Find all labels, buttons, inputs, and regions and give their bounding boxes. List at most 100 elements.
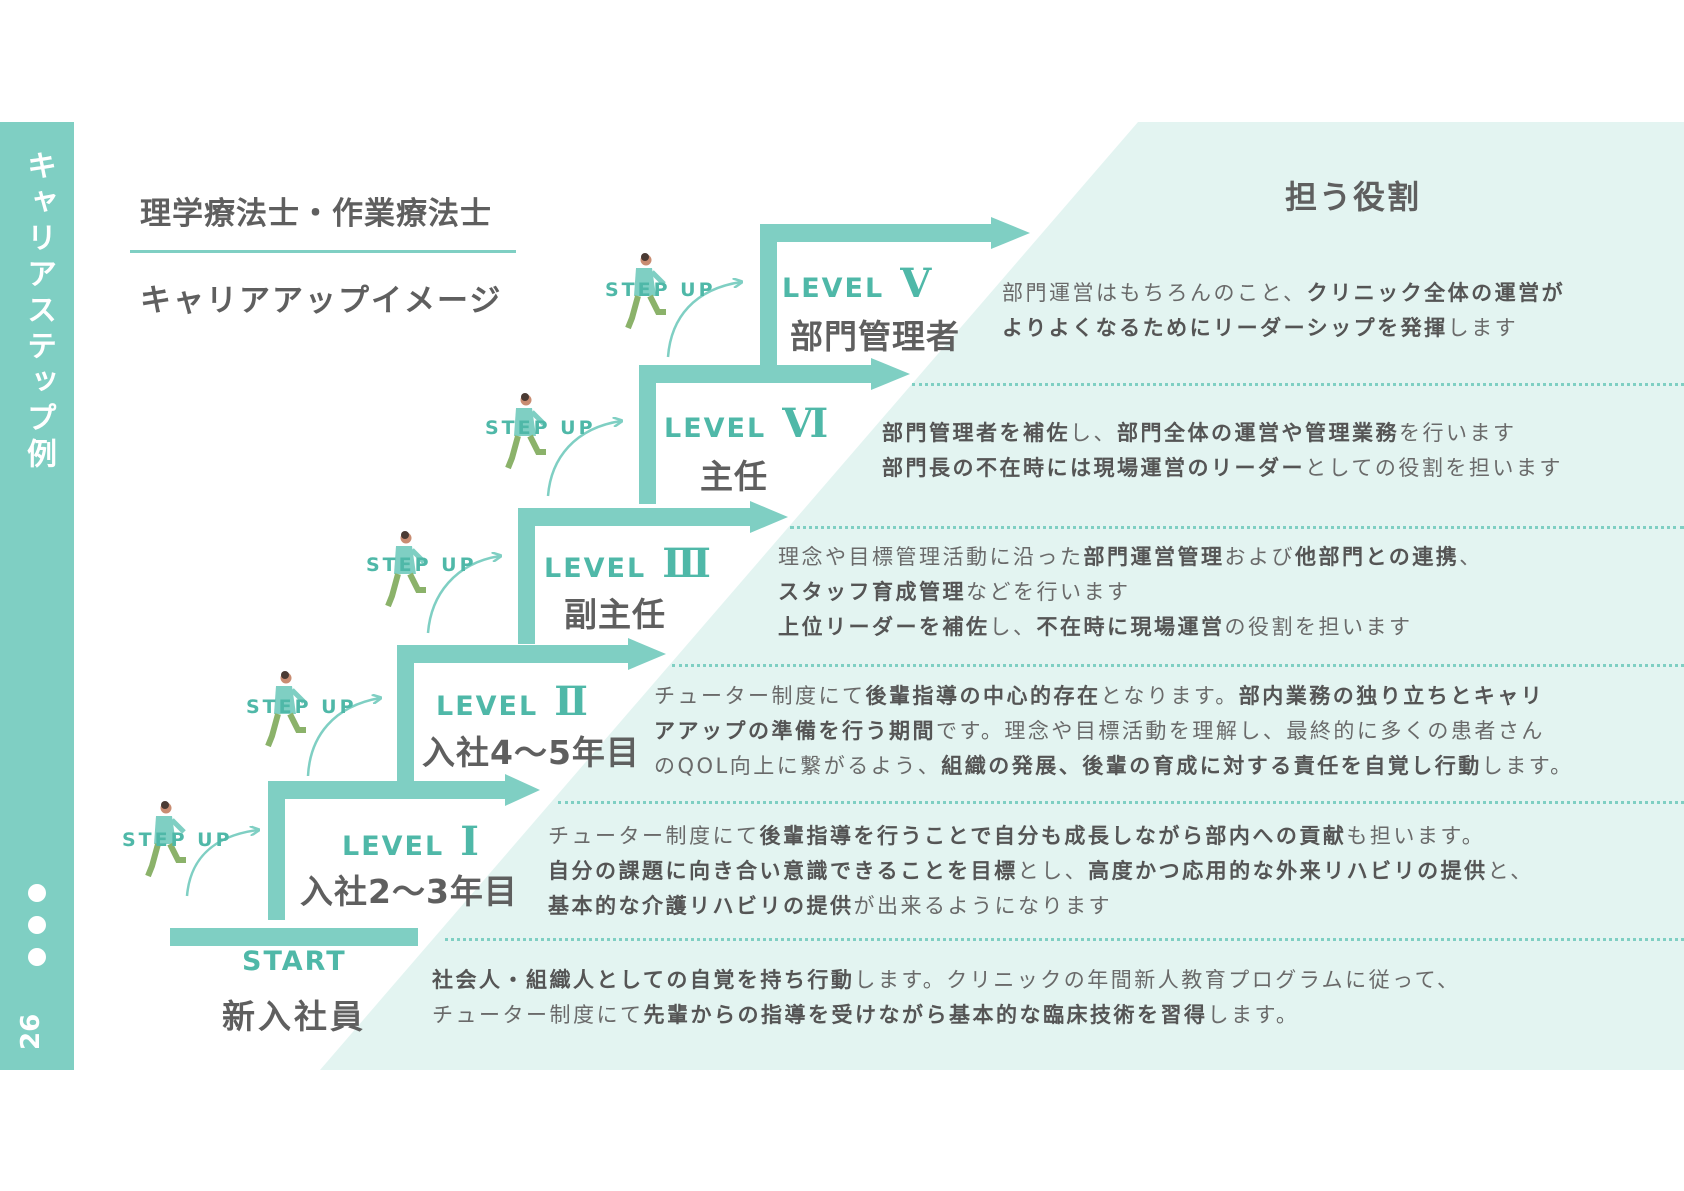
curved-arrow-icon	[546, 421, 621, 497]
desc-bold-text: 社会人・組織人としての自覚を持ち行動	[432, 968, 855, 992]
level-1-position: 入社2～3年目	[300, 872, 518, 911]
start-position: 新入社員	[222, 997, 366, 1036]
step-tread	[397, 645, 629, 663]
desc-line: 基本的な介護リハビリの提供が出来るようになります	[548, 889, 1534, 924]
desc-bold-text: 高度かつ応用的な外来リハビリの提供	[1088, 859, 1488, 883]
step-tread	[760, 224, 992, 242]
desc-bold-text: 部門運営管理	[1083, 545, 1225, 569]
desc-text: などを行います	[966, 580, 1131, 604]
desc-text: を行います	[1399, 421, 1517, 445]
page-subtitle: キャリアアップイメージ	[140, 283, 503, 319]
step-up-label: STEP UP	[485, 417, 596, 439]
desc-text: 理念や目標管理活動に沿った	[778, 545, 1084, 569]
desc-text: します。	[1481, 754, 1574, 778]
desc-bold-text: 部門長の不在時には現場運営のリーダー	[882, 456, 1305, 480]
desc-text: し、	[1070, 421, 1117, 445]
desc-text: とし、	[1017, 859, 1089, 883]
desc-text: のQOL向上に繋がるよう、	[654, 754, 942, 778]
dot-icon	[28, 916, 46, 934]
desc-line: 自分の課題に向き合い意識できることを目標とし、高度かつ応用的な外来リハビリの提供…	[548, 854, 1534, 889]
desc-bold-text: 部門全体の運営や管理業務	[1117, 421, 1399, 445]
step-riser	[518, 517, 535, 644]
page-title: 理学療法士・作業療法士	[140, 196, 492, 232]
person-icon	[145, 253, 666, 878]
step-arrowhead	[871, 358, 910, 390]
desc-text: の役割を担います	[1224, 615, 1413, 639]
desc-bold-text: クリニック全体の運営が	[1306, 281, 1566, 305]
desc-line: 理念や目標管理活動に沿った部門運営管理および他部門との連携、	[778, 540, 1483, 575]
side-bar	[0, 122, 74, 1070]
desc-text: も担います。	[1346, 824, 1486, 848]
desc-bold-text: 基本的な介護リハビリの提供	[548, 894, 854, 918]
curved-arrow-icon	[306, 698, 380, 777]
step-riser	[760, 233, 777, 365]
separator-line	[672, 664, 1684, 667]
desc-line: のQOL向上に繋がるよう、組織の発展、後輩の育成に対する責任を自覚し行動します。	[654, 749, 1574, 784]
desc-bold-text: 組織の発展、後輩の育成に対する責任を自覚し行動	[941, 754, 1482, 778]
desc-text: と、	[1487, 859, 1534, 883]
desc-text: チューター制度にて	[654, 684, 866, 708]
desc-line: アアップの準備を行う期間です。理念や目標活動を理解し、最終的に多くの患者さん	[654, 714, 1574, 749]
start-step	[170, 928, 418, 946]
desc-text: としての役割を担います	[1305, 456, 1563, 480]
desc-text: します	[1447, 316, 1519, 340]
desc-bold-text: 他部門との連携	[1295, 545, 1460, 569]
desc-bold-text: スタッフ育成管理	[778, 580, 966, 604]
desc-bold-text: 上位リーダーを補佐	[778, 615, 990, 639]
separator-line	[912, 383, 1684, 386]
desc-level-1: チューター制度にて後輩指導を行うことで自分も成長しながら部内への貢献も担います。…	[548, 819, 1534, 924]
desc-bold-text: 先輩からの指導を受けながら基本的な臨床技術を習得	[643, 1003, 1208, 1027]
desc-text: および	[1224, 545, 1295, 569]
step-tread	[518, 508, 751, 526]
desc-text: します。	[1207, 1003, 1300, 1027]
desc-line: 部門長の不在時には現場運営のリーダーとしての役割を担います	[882, 451, 1563, 486]
step-riser	[639, 374, 656, 504]
level-3-position: 副主任	[564, 595, 666, 634]
separator-line	[445, 938, 1684, 941]
desc-bold-text: 自分の課題に向き合い意識できることを目標	[548, 859, 1018, 883]
title-divider	[130, 250, 516, 253]
desc-line: チューター制度にて先輩からの指導を受けながら基本的な臨床技術を習得します。	[432, 998, 1461, 1033]
step-up-label: STEP UP	[605, 279, 716, 301]
level-5-position: 部門管理者	[790, 317, 960, 356]
desc-start: 社会人・組織人としての自覚を持ち行動します。クリニックの年間新人教育プログラムに…	[432, 963, 1461, 1033]
desc-bold-text: 部内業務の独り立ちとキャリ	[1238, 684, 1545, 708]
step-tread	[639, 365, 872, 383]
desc-line: 部門管理者を補佐し、部門全体の運営や管理業務を行います	[882, 416, 1563, 451]
desc-line: 部門運営はもちろんのこと、クリニック全体の運営が	[1002, 276, 1565, 311]
step-tread	[268, 781, 506, 799]
step-arrowhead	[991, 217, 1030, 249]
desc-bold-text: 後輩指導を行うことで自分も成長しながら部内への貢献	[759, 824, 1347, 848]
step-up-label: STEP UP	[122, 829, 233, 851]
desc-text: チューター制度にて	[548, 824, 760, 848]
desc-text: します。クリニックの年間新人教育プログラムに従って、	[854, 968, 1461, 992]
separator-line	[558, 801, 1684, 804]
desc-bold-text: 後輩指導の中心的存在	[865, 684, 1101, 708]
desc-text: 部門運営はもちろんのこと、	[1002, 281, 1307, 305]
desc-text: です。理念や目標活動を理解し、最終的に多くの患者さん	[936, 719, 1545, 743]
desc-line: チューター制度にて後輩指導を行うことで自分も成長しながら部内への貢献も担います。	[548, 819, 1534, 854]
level-4-position: 主任	[700, 457, 768, 496]
step-arrowhead	[750, 501, 788, 533]
desc-level-2: チューター制度にて後輩指導の中心的存在となります。部内業務の独り立ちとキャリアア…	[654, 679, 1574, 784]
desc-bold-text: アアップの準備を行う期間	[654, 719, 936, 743]
curved-arrow-icon	[185, 830, 258, 897]
desc-line: 社会人・組織人としての自覚を持ち行動します。クリニックの年間新人教育プログラムに…	[432, 963, 1461, 998]
desc-level-4: 部門管理者を補佐し、部門全体の運営や管理業務を行います部門長の不在時には現場運営…	[882, 416, 1563, 486]
curved-arrow-icon	[666, 282, 741, 358]
dot-icon	[28, 948, 46, 966]
roles-heading: 担う役割	[1285, 178, 1422, 216]
step-up-label: STEP UP	[246, 696, 357, 718]
desc-text: となります。	[1100, 684, 1239, 708]
side-title: キャリアステップ例	[21, 150, 56, 474]
desc-text: が出来るようになります	[853, 894, 1112, 918]
curved-arrow-icon	[426, 556, 500, 634]
desc-bold-text: 部門管理者を補佐	[882, 421, 1070, 445]
step-riser	[268, 790, 285, 920]
dot-icon	[28, 884, 46, 902]
